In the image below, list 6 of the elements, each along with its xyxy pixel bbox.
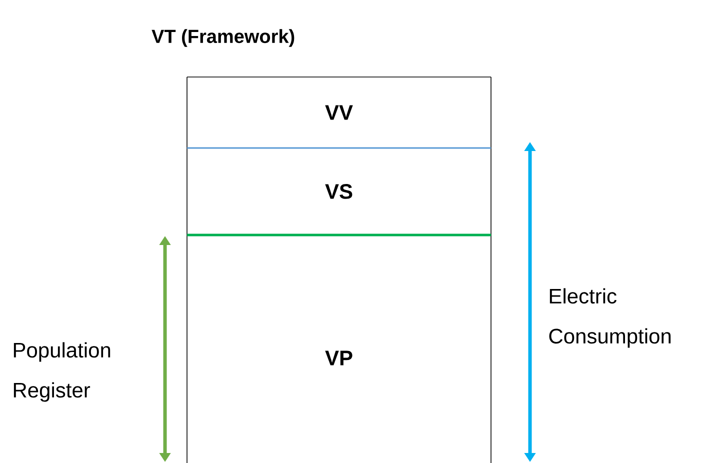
band: VP [186,234,492,463]
label: Population Register [14,342,110,402]
title: VT (Framework) [152,29,294,47]
band: VS [186,147,492,236]
band: VV [186,76,492,148]
label: Electric Consumption [549,288,671,348]
